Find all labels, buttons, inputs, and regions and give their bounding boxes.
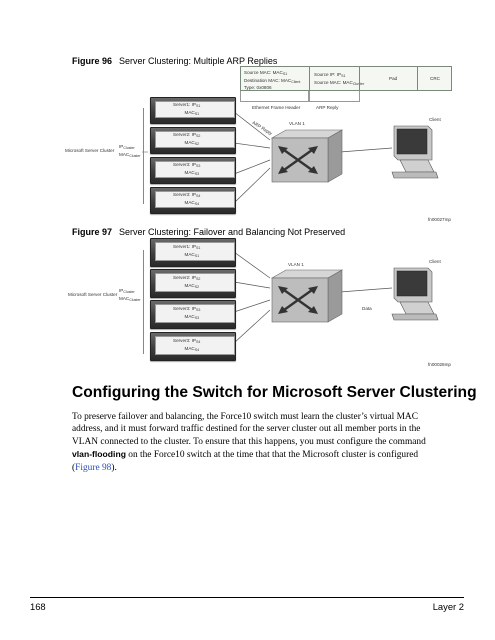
server-1: Server1: IPS1 MACS1 — [150, 97, 236, 124]
client-label: Client — [429, 117, 441, 122]
figure-98-link[interactable]: Figure 98 — [75, 462, 112, 473]
figure-97-label: Figure 97 — [72, 227, 113, 237]
footer-section-name: Layer 2 — [432, 601, 464, 612]
section-paragraph: To preserve failover and balancing, the … — [72, 412, 426, 473]
fig97-server-3: Server3: IPS3 MACS3 — [150, 300, 236, 329]
fig97-server-4: Server3: IPS4 MACS4 — [150, 332, 236, 361]
figure-97-title: Server Clustering: Failover and Balancin… — [119, 227, 346, 237]
fig97-vlan-label: VLAN 1 — [288, 262, 304, 267]
arp-reply-label: ARP Reply — [316, 105, 339, 110]
figure-97-caption: Figure 97 Server Clustering: Failover and… — [72, 227, 345, 237]
figure-96-file-id: fn00027mp — [428, 217, 451, 222]
ethernet-frame-diagram: Source MAC: MACS1 Destination MAC: MACCl… — [240, 66, 452, 91]
server-3-name: Server3 — [173, 162, 190, 167]
header-bracket — [240, 91, 310, 102]
fig97-server-2: Server2: IPS2 MACS2 — [150, 269, 236, 298]
pad-field: Pad — [389, 76, 398, 81]
fig97-switch-icon — [270, 269, 344, 323]
server-4: Server3: IPS4 MACS4 — [150, 187, 236, 214]
cluster-bracket — [143, 108, 144, 204]
fig97-cluster-bracket — [143, 250, 144, 354]
figure-96-label: Figure 96 — [72, 56, 113, 66]
section-heading: Configuring the Switch for Microsoft Ser… — [72, 384, 477, 401]
page-number: 168 — [30, 601, 46, 612]
arp-bracket — [308, 91, 360, 102]
vlan-flooding-command: vlan-flooding — [72, 449, 126, 460]
server-4-name: Server3 — [173, 192, 190, 197]
fig97-cluster-address: IPCluster MACCluster — [119, 288, 141, 302]
fig97-client-label: Client — [429, 259, 441, 264]
fig97-server-1: Server1: IPS1 MACS1 — [150, 238, 236, 267]
vlan-label: VLAN 1 — [289, 121, 305, 126]
figure-96-title: Server Clustering: Multiple ARP Replies — [119, 56, 278, 66]
client-computer-icon — [391, 125, 439, 179]
server-3: Server3: IPS3 MACS3 — [150, 157, 236, 184]
figure-97-links — [233, 251, 393, 344]
arp-reply-fields: Source IP: IPS1 Source MAC: MACCluster — [314, 72, 365, 86]
figure-96-caption: Figure 96 Server Clustering: Multiple ARP… — [72, 56, 277, 66]
frame-header-fields: Source MAC: MACS1 Destination MAC: MACCl… — [244, 70, 301, 90]
footer-rule — [30, 597, 464, 598]
server-2-name: Server2 — [173, 132, 190, 137]
cluster-address: IPCluster MACCluster — [119, 144, 141, 158]
ethernet-header-label: Ethernet Frame Header — [252, 105, 301, 110]
crc-field: CRC — [430, 76, 440, 81]
figure-96-links — [142, 111, 393, 204]
fig97-cluster-label: Microsoft Server Cluster — [68, 292, 118, 297]
cluster-label: Microsoft Server Cluster — [65, 148, 115, 153]
switch-icon — [270, 129, 344, 183]
fig97-client-computer-icon — [391, 267, 439, 321]
figure-97-file-id: fn00028mp — [428, 362, 451, 367]
server-2: Server2: IPS2 MACS2 — [150, 127, 236, 154]
fig97-data-label: Data — [362, 306, 372, 311]
server-1-name: Server1 — [173, 102, 190, 107]
